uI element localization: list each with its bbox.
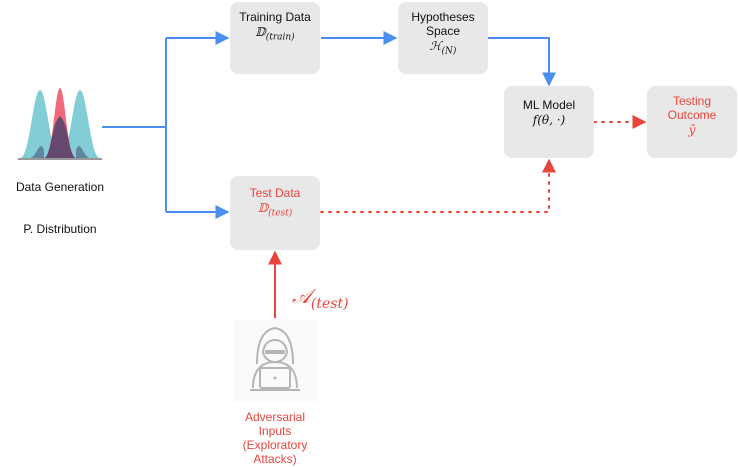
red-connectors: [268, 115, 647, 318]
edge-hypotheses-to-model: [488, 37, 556, 87]
hypotheses-space-node[interactable]: Hypotheses Space ℋ(N): [398, 2, 488, 74]
training-data-node[interactable]: Training Data 𝔻(train): [230, 2, 320, 74]
hypotheses-subscript: (N): [441, 46, 457, 57]
test-subscript: (test): [268, 208, 293, 219]
attack-symbol: 𝒜: [292, 284, 311, 308]
blue-connectors: [102, 31, 556, 219]
test-data-symbol: 𝔻(test): [258, 200, 293, 221]
distribution-icon: [18, 88, 102, 160]
hypotheses-symbol-char: ℋ: [429, 39, 442, 53]
test-symbol-char: 𝔻: [257, 201, 269, 215]
hypotheses-symbol: ℋ(N): [430, 38, 457, 59]
source-label-line2: P. Distribution: [23, 222, 97, 236]
hacker-icon: [233, 320, 317, 402]
training-data-title: Training Data: [239, 10, 311, 24]
testing-outcome-symbol: ŷ: [688, 123, 696, 137]
training-subscript: (train): [265, 32, 295, 43]
adversary-label: Adversarial Inputs (Exploratory Attacks): [242, 410, 308, 466]
hypotheses-title: Hypotheses Space: [411, 10, 475, 38]
source-label: Data Generation P. Distribution: [8, 166, 112, 236]
attack-label: 𝒜(test): [292, 260, 349, 316]
testing-outcome-title: Testing Outcome: [667, 94, 717, 122]
training-symbol-char: 𝔻: [255, 25, 266, 39]
ml-model-title: ML Model: [522, 98, 576, 112]
testing-outcome-node[interactable]: Testing Outcome ŷ: [647, 86, 737, 158]
test-data-node[interactable]: Test Data 𝔻(test): [230, 176, 320, 250]
training-data-symbol: 𝔻(train): [255, 24, 294, 45]
test-data-title: Test Data: [249, 186, 301, 200]
ml-model-formula: f(θ, ·): [532, 113, 566, 127]
source-label-line1: Data Generation: [15, 180, 105, 194]
ml-model-node[interactable]: ML Model f(θ, ·): [504, 86, 594, 158]
edge-test-to-model: [320, 158, 556, 213]
attack-subscript: (test): [310, 296, 349, 312]
